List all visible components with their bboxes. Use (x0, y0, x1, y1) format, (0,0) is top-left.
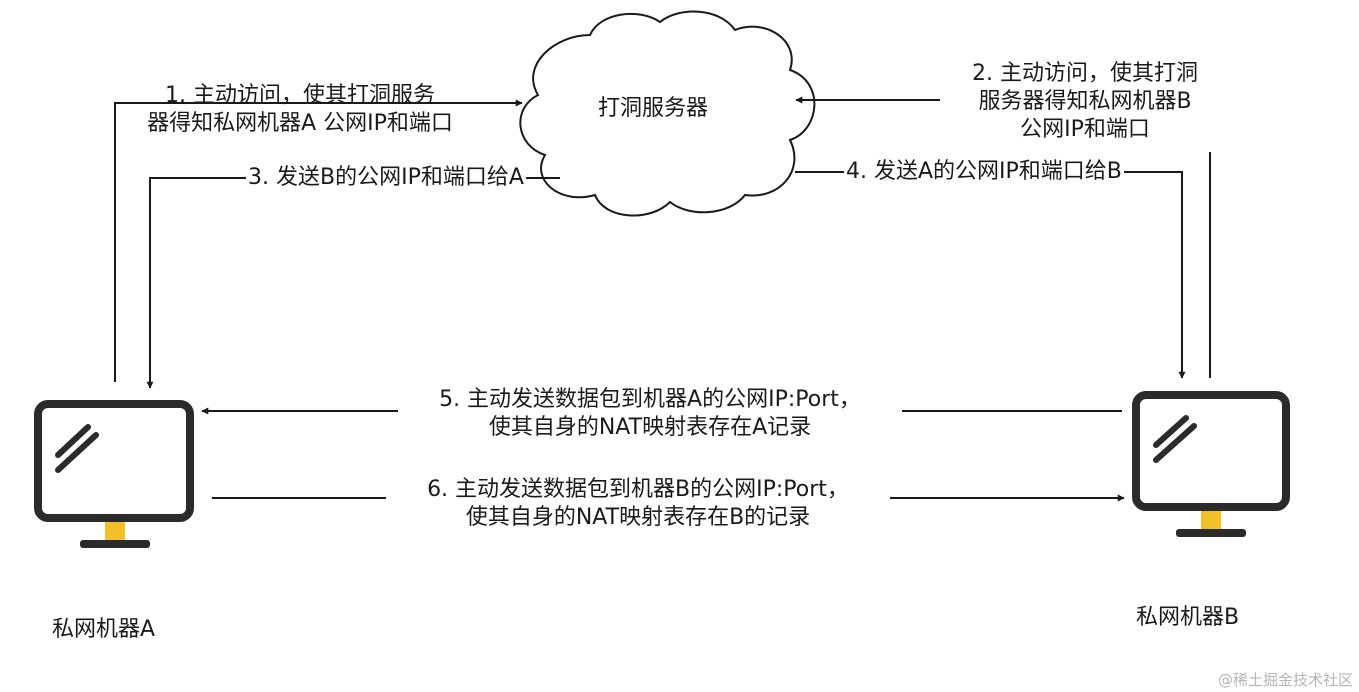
machine-a-label: 私网机器A (52, 617, 156, 642)
step2-line2: 服务器得知私网机器B (978, 89, 1192, 114)
machine-b-label: 私网机器B (1136, 605, 1240, 630)
monitor-a-icon (34, 400, 194, 548)
step5-label: 5. 主动发送数据包到机器A的公网IP:Port， 使其自身的NAT映射表存在A… (398, 386, 902, 442)
watermark-text: @稀土掘金技术社区 (1217, 671, 1353, 689)
step3-label: 3. 发送B的公网IP和端口给A (246, 164, 526, 192)
cloud-server-shape (519, 10, 816, 217)
step5-line1: 5. 主动发送数据包到机器A的公网IP:Port， (439, 387, 861, 412)
arrow-step3 (146, 177, 560, 389)
monitor-b-icon (1132, 391, 1290, 537)
step1-line2: 器得知私网机器A 公网IP和端口 (147, 111, 453, 136)
arrow-step4 (795, 171, 1186, 379)
cloud-server-label: 打洞服务器 (598, 96, 709, 121)
step6-line2: 使其自身的NAT映射表存在B的记录 (465, 505, 811, 530)
step2-line1: 2. 主动访问，使其打洞 (972, 61, 1198, 86)
step1-line1: 1. 主动访问，使其打洞服务 (165, 83, 435, 108)
step2-line3: 公网IP和端口 (1020, 117, 1150, 142)
step4-label: 4. 发送A的公网IP和端口给B (844, 158, 1124, 186)
step1-label: 1. 主动访问，使其打洞服务 器得知私网机器A 公网IP和端口 (110, 82, 490, 138)
step2-label: 2. 主动访问，使其打洞 服务器得知私网机器B 公网IP和端口 (940, 60, 1230, 144)
step6-label: 6. 主动发送数据包到机器B的公网IP:Port， 使其自身的NAT映射表存在B… (386, 476, 890, 532)
step6-line1: 6. 主动发送数据包到机器B的公网IP:Port， (427, 477, 849, 502)
step5-line2: 使其自身的NAT映射表存在A记录 (488, 415, 812, 440)
arrow-step1 (114, 99, 523, 382)
